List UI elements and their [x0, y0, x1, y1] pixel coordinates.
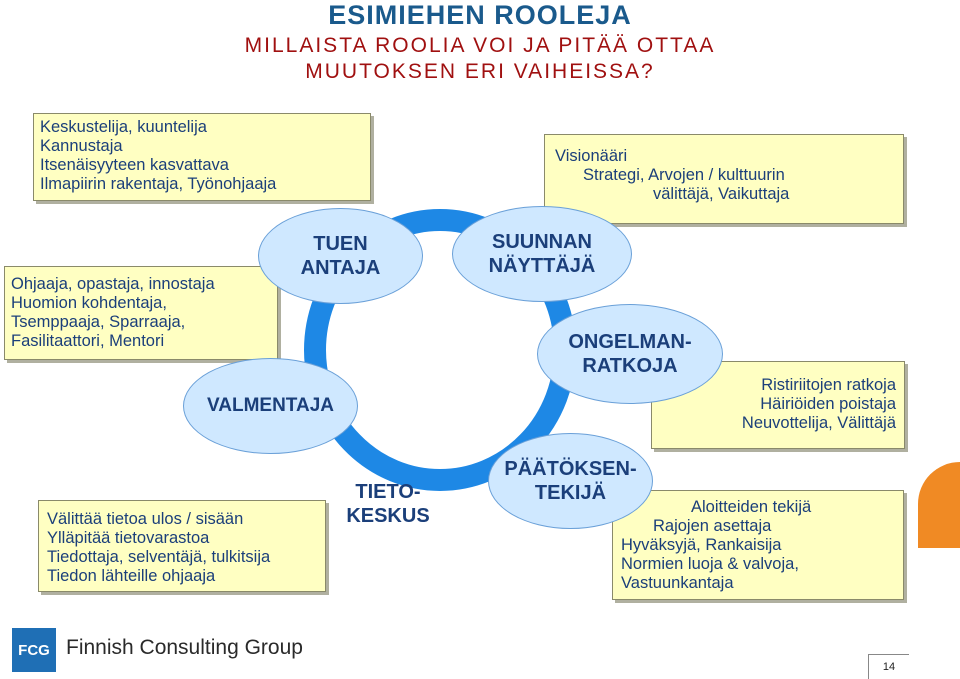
role-paatoksentekija-line: TEKIJÄ: [534, 482, 607, 504]
page-subtitle-line-1: MILLAISTA ROOLIA VOI JA PITÄÄ OTTAA: [244, 34, 716, 57]
role-tuen-antaja-line: TUEN: [313, 233, 368, 255]
box-top-right-line: Visionääri: [555, 147, 628, 165]
page-subtitle-line-2: MUUTOKSEN ERI VAIHEISSA?: [305, 60, 655, 83]
role-ongelmanratkoja-line: ONGELMAN-: [568, 331, 692, 353]
company-name: Finnish Consulting Group: [66, 636, 303, 659]
box-bottom-left-line: Välittää tietoa ulos / sisään: [47, 510, 244, 528]
role-tietokeskus-line: KESKUS: [346, 505, 430, 527]
role-valmentaja-label: VALMENTAJA: [206, 395, 335, 416]
box-mid-left: Ohjaaja, opastaja, innostaja Huomion koh…: [4, 266, 278, 360]
box-mid-right-line: Häiriöiden poistaja: [760, 395, 896, 413]
role-paatoksentekija: PÄÄTÖKSEN- TEKIJÄ: [488, 433, 653, 529]
role-suunnan-nayttaja-line: SUUNNAN: [491, 231, 592, 253]
box-top-left-line: Keskustelija, kuuntelija: [40, 118, 207, 136]
box-top-right-line: välittäjä, Vaikuttaja: [653, 185, 790, 203]
role-valmentaja: VALMENTAJA: [183, 358, 358, 454]
role-tietokeskus-line: TIETO-: [355, 481, 421, 503]
role-suunnan-nayttaja-line: NÄYTTÄJÄ: [488, 255, 596, 277]
box-mid-left-line: Huomion kohdentaja,: [11, 294, 167, 312]
role-tietokeskus: TIETO- KESKUS: [338, 480, 438, 528]
box-top-left: Keskustelija, kuuntelija Kannustaja Itse…: [33, 113, 371, 201]
box-mid-right-line: Neuvottelija, Välittäjä: [741, 414, 896, 432]
box-bottom-left-line: Tiedottaja, selventäjä, tulkitsija: [47, 548, 271, 566]
box-bottom-right-line: Rajojen asettaja: [653, 517, 772, 535]
box-top-left-line: Kannustaja: [40, 137, 123, 155]
role-ongelmanratkoja-line: RATKOJA: [582, 355, 678, 377]
box-mid-left-line: Tsemppaaja, Sparraaja,: [11, 313, 186, 331]
box-top-left-line: Itsenäisyyteen kasvattava: [40, 156, 229, 174]
box-bottom-left: Välittää tietoa ulos / sisään Ylläpitää …: [38, 500, 326, 592]
role-paatoksentekija-line: PÄÄTÖKSEN-: [504, 458, 637, 480]
box-top-right-line: Strategi, Arvojen / kulttuurin: [583, 166, 785, 184]
role-tuen-antaja-line: ANTAJA: [300, 257, 381, 279]
box-mid-right: Ristiriitojen ratkoja Häiriöiden poistaj…: [651, 361, 905, 449]
box-bottom-right-line: Aloitteiden tekijä: [691, 498, 812, 516]
role-tuen-antaja: TUEN ANTAJA: [258, 208, 423, 304]
box-bottom-left-line: Tiedon lähteille ohjaaja: [47, 567, 216, 585]
box-bottom-left-line: Ylläpitää tietovarastoa: [47, 529, 210, 547]
box-mid-left-line: Ohjaaja, opastaja, innostaja: [11, 275, 215, 293]
box-mid-right-line: Ristiriitojen ratkoja: [761, 376, 896, 394]
company-logo: FCG: [12, 628, 56, 672]
role-ongelmanratkoja: ONGELMAN- RATKOJA: [537, 304, 723, 404]
box-bottom-right: Aloitteiden tekijä Rajojen asettaja Hyvä…: [612, 490, 904, 600]
page-title: ESIMIEHEN ROOLEJA: [328, 0, 632, 30]
box-bottom-right-line: Normien luoja & valvoja,: [621, 555, 799, 573]
box-bottom-right-line: Vastuunkantaja: [621, 574, 734, 592]
role-suunnan-nayttaja: SUUNNAN NÄYTTÄJÄ: [452, 206, 632, 302]
box-top-left-line: Ilmapiirin rakentaja, Työnohjaaja: [40, 175, 277, 193]
orange-accent-shape: [918, 462, 960, 548]
box-top-right: Visionääri Strategi, Arvojen / kulttuuri…: [544, 134, 904, 224]
box-mid-left-line: Fasilitaattori, Mentori: [11, 332, 165, 350]
page-number: 14: [868, 654, 909, 679]
box-bottom-right-line: Hyväksyjä, Rankaisija: [621, 536, 782, 554]
